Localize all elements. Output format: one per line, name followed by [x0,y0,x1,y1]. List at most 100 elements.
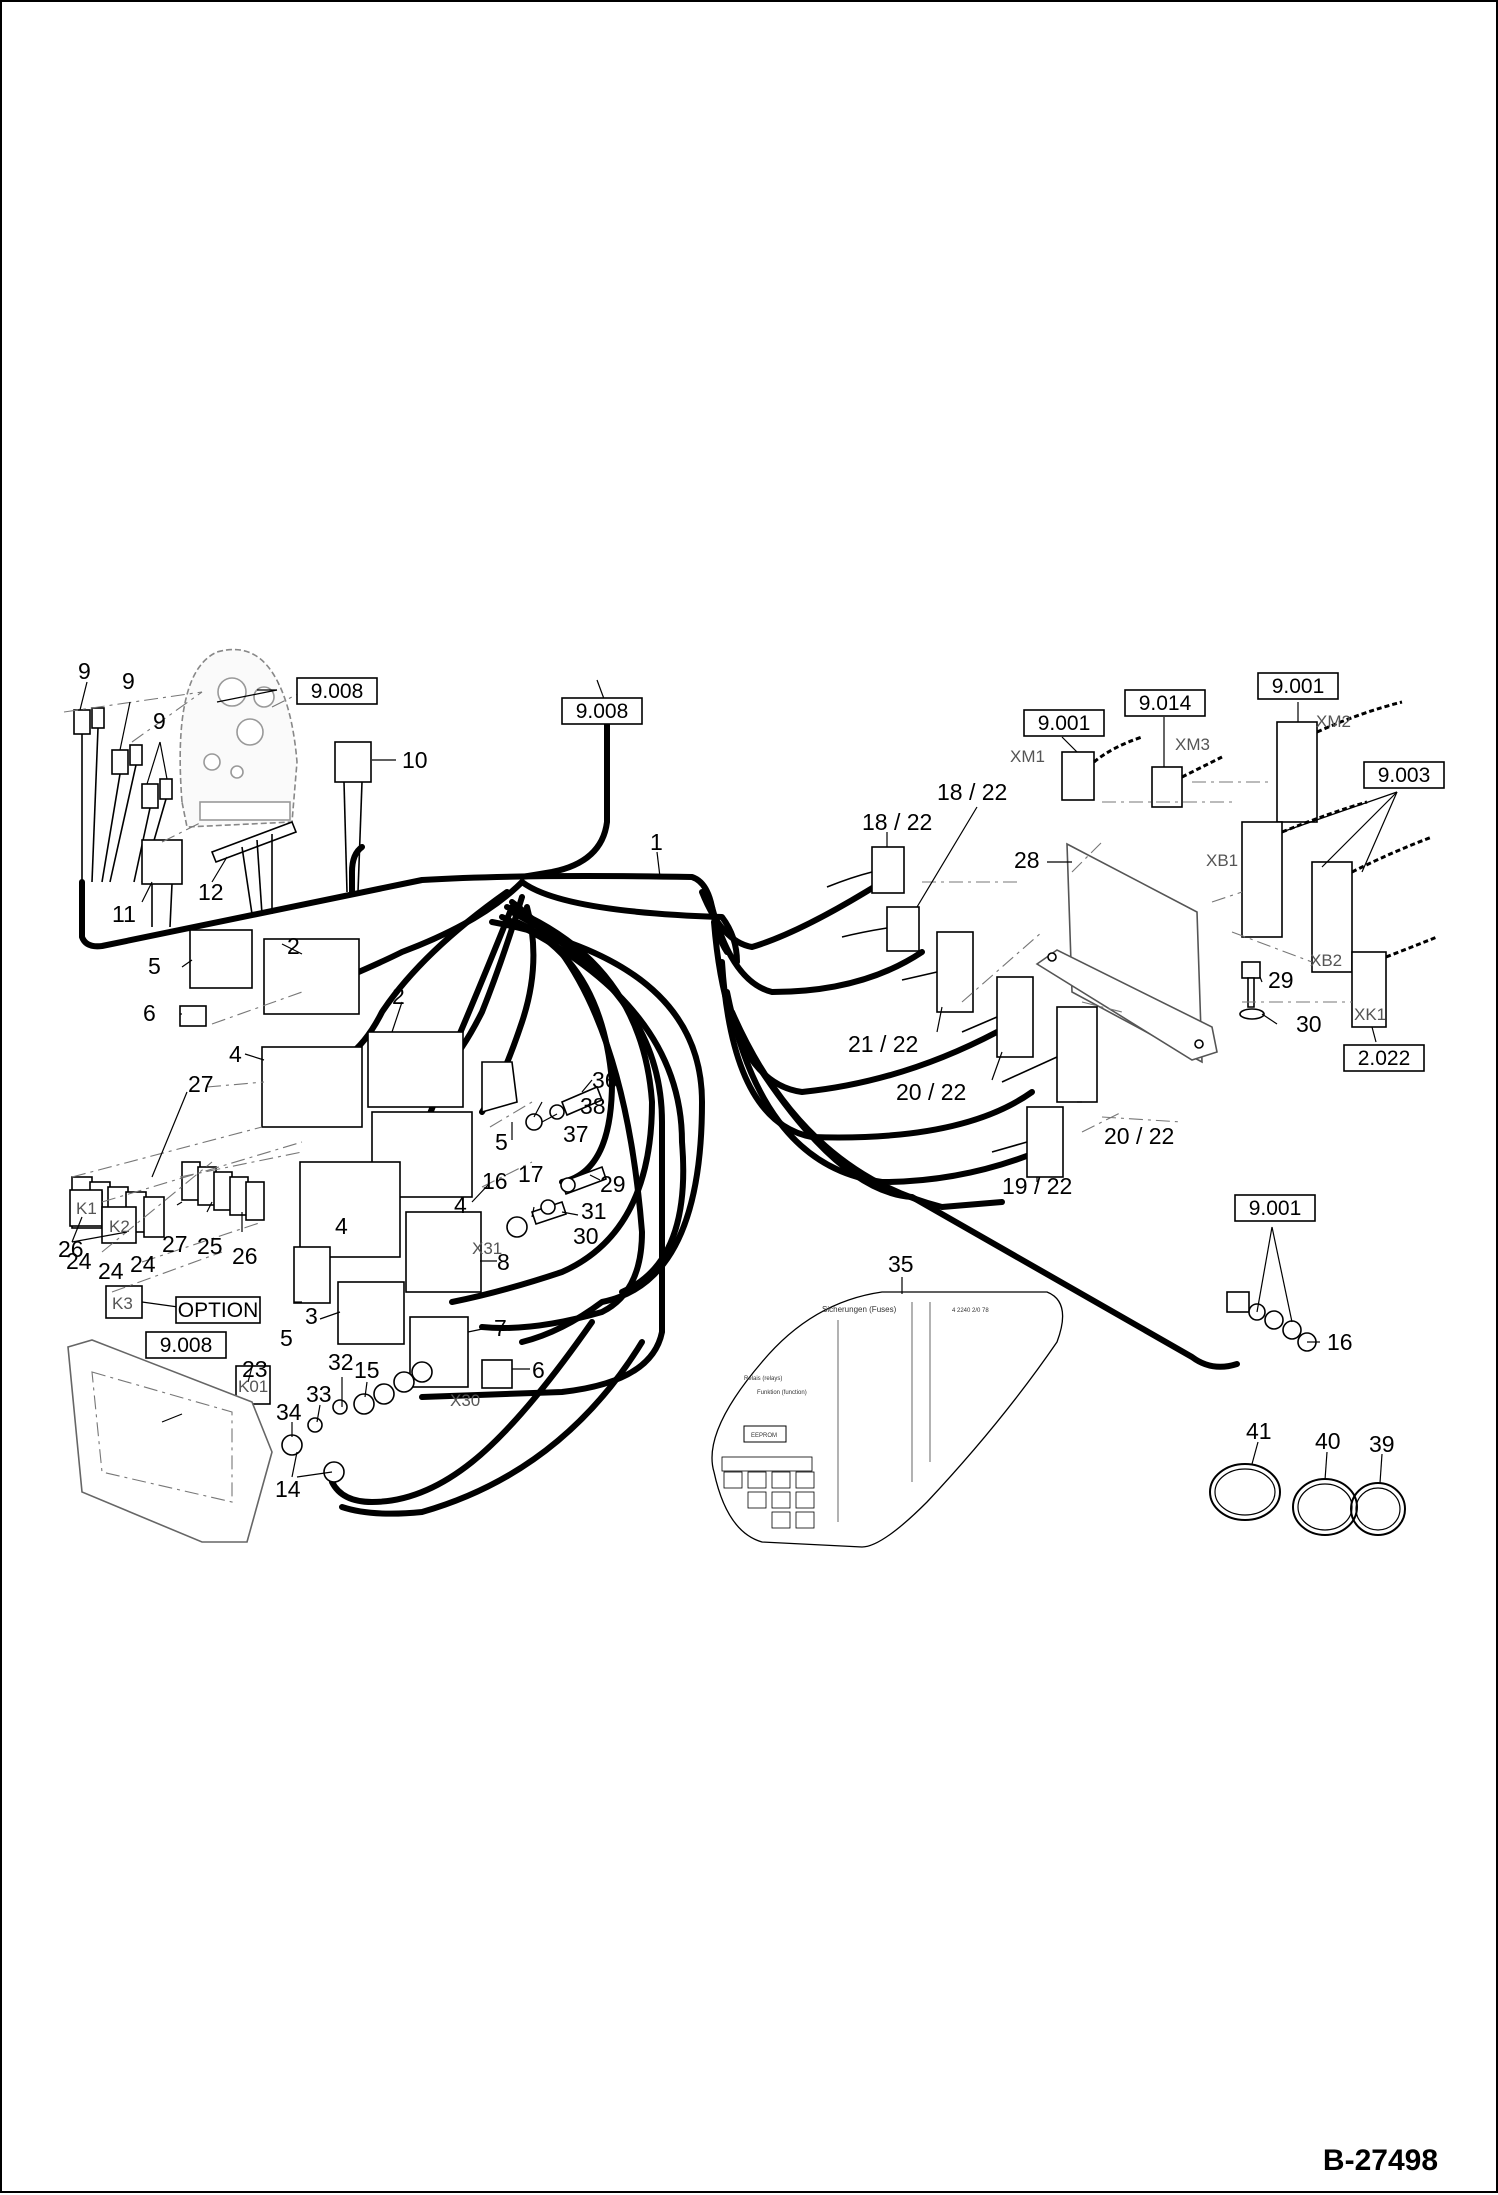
callout-31: 31 [581,1198,607,1224]
callout-5: 5 [280,1325,293,1351]
callout-40: 40 [1315,1428,1341,1454]
callout-37: 37 [563,1121,589,1147]
ref-box-xm1: 9.001 [1038,712,1091,735]
leader-lines [71,679,1398,1484]
callout-26: 26 [58,1236,84,1262]
relay-group-25 [181,1161,265,1221]
callout-14: 14 [275,1476,301,1502]
switch-blocks [179,929,518,1389]
callout-12: 12 [198,879,224,905]
ground-terminals-x30 [281,1361,433,1483]
tag-k3: K3 [112,1294,133,1313]
callout-29: 29 [600,1171,626,1197]
callout-4: 4 [454,1192,467,1218]
tag-xb1: XB1 [1206,851,1238,870]
ref-box-main-harness: 9.008 [576,700,629,723]
callout-38: 38 [580,1093,606,1119]
callout-41: 41 [1246,1418,1272,1444]
tag-xm2: XM2 [1316,712,1351,731]
callout-1: 1 [650,829,663,855]
ref-box-ground: 9.001 [1249,1197,1302,1220]
tag-xm1: XM1 [1010,747,1045,766]
tag-xb2: XB2 [1310,951,1342,970]
tag-k1: K1 [76,1199,97,1218]
callout-3: 3 [305,1303,318,1329]
callout-10: 10 [402,747,428,773]
callout-23: 23 [242,1356,268,1382]
drawing-number: B-27498 [1323,2144,1438,2177]
callout-4: 4 [229,1041,242,1067]
callout-30: 30 [573,1223,599,1249]
callout-16: 16 [1327,1329,1353,1355]
callout-11: 11 [112,901,136,927]
callout-6: 6 [143,1000,156,1026]
ref-box-xm2: 9.001 [1272,675,1325,698]
fuse-panel-28 [1035,842,1218,1064]
fuse-label-eeprom: EEPROM [751,1433,777,1439]
callout-2: 2 [287,933,300,959]
tag-x30: X30 [450,1391,480,1410]
callout-32: 32 [328,1349,354,1375]
callout-numbers: 9 9 9 10 11 12 1 2 2 5 6 4 27 26 36 38 3… [58,658,1395,1502]
tag-x31: X31 [472,1239,502,1258]
callout-34: 34 [276,1399,302,1425]
callout-21-22: 21 / 22 [848,1031,918,1057]
callout-17: 17 [518,1161,544,1187]
callout-30: 30 [1296,1011,1322,1037]
callout-6: 6 [532,1357,545,1383]
callout-26: 26 [232,1243,258,1269]
callout-19-22: 19 / 22 [1002,1173,1072,1199]
tag-k01: K01 [238,1377,268,1396]
item-10-connector [334,741,372,893]
item-11-connector [141,839,183,928]
mounting-bracket [67,1339,273,1543]
fuse-label-relays: Relais (relays) [744,1376,782,1382]
connector-designations: XM1 XM3 XM2 XB1 XB2 XK1 X31 X30 K1 K2 K3… [76,712,1386,1410]
bolt-29-washer-30 [1239,961,1265,1020]
callout-9: 9 [78,658,91,684]
callout-20-22: 20 / 22 [1104,1123,1174,1149]
callout-16: 16 [482,1168,508,1194]
callout-29: 29 [1268,967,1294,993]
callout-20-22: 20 / 22 [896,1079,966,1105]
callout-28: 28 [1014,847,1040,873]
callout-27: 27 [162,1231,188,1257]
item-12-connector [210,820,298,915]
callout-7: 7 [494,1315,507,1341]
relays-k [69,1189,271,1405]
ref-box-bracket: 9.008 [160,1334,213,1357]
callout-39: 39 [1369,1431,1395,1457]
callout-9: 9 [153,708,166,734]
callout-18-22: 18 / 22 [937,779,1007,805]
fuse-label-code: 4 2240 2/0 78 [952,1308,989,1314]
assembly-lines [63,691,1352,1293]
callout-36: 36 [592,1067,618,1093]
callout-5: 5 [495,1129,508,1155]
cable-ties [1209,1463,1406,1536]
reference-boxes: 9.008 9.008 9.001 9.014 9.001 9.003 2.02… [145,672,1445,1359]
callout-18-22: 18 / 22 [862,809,932,835]
callout-24: 24 [66,1248,92,1274]
callout-27: 27 [188,1071,214,1097]
ref-box-xm3: 9.014 [1139,692,1192,715]
tag-k2: K2 [109,1217,130,1236]
connectors-xm-xb-xk [1061,700,1438,1028]
callout-8: 8 [497,1249,510,1275]
fuse-label-35: Sicherungen (Fuses) 4 2240 2/0 78 Relais… [711,1291,1064,1548]
ref-box-xb: 9.003 [1378,764,1431,787]
fuse-label-function: Funktion (function) [757,1390,807,1396]
callout-24: 24 [130,1251,156,1277]
callout-5: 5 [148,953,161,979]
ref-box-xk1: 2.022 [1358,1047,1411,1070]
ref-box-option: OPTION [178,1299,259,1322]
callout-24: 24 [98,1258,124,1284]
callout-2: 2 [392,983,405,1009]
tag-xk1: XK1 [1354,1005,1386,1024]
connectors-18 [826,846,920,952]
callout-4: 4 [335,1213,348,1239]
callout-35: 35 [888,1251,914,1277]
callout-33: 33 [306,1381,332,1407]
callout-25: 25 [197,1233,223,1259]
